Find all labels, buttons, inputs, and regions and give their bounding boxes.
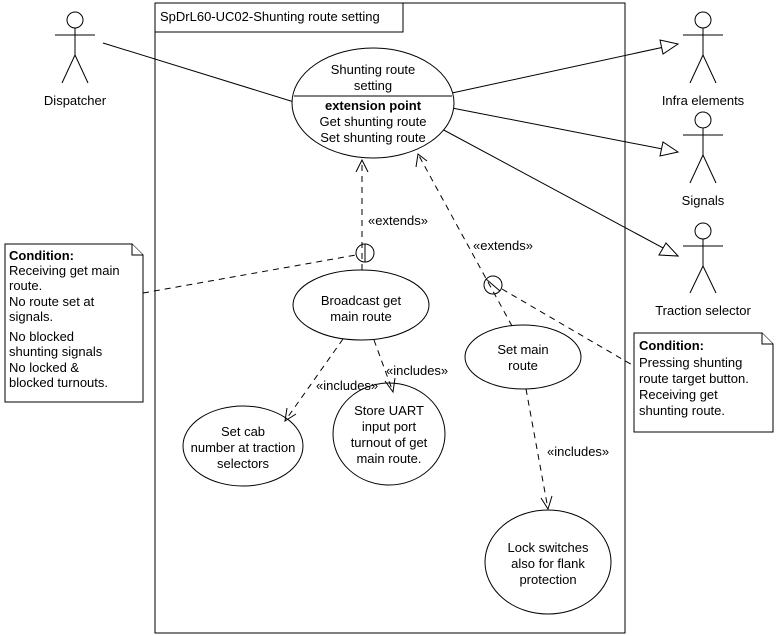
- note-left-shape[interactable]: [4, 243, 144, 403]
- note-right-line-3: Receiving get: [639, 387, 718, 402]
- note-left-line-8: blocked turnouts.: [9, 375, 109, 390]
- note-left-line-2: route.: [9, 278, 43, 293]
- includes-arrow-lock-switches: [525, 388, 553, 511]
- use-case-title-line-2: setting: [353, 78, 393, 93]
- use-case-broadcast-get-main-route[interactable]: [292, 269, 430, 341]
- system-title-box: [154, 2, 404, 33]
- use-case-shunting-route-setting[interactable]: [291, 47, 455, 159]
- note-left-line-1: Receiving get main: [9, 263, 120, 278]
- association-signals: [451, 107, 680, 157]
- lock-switches-label-line-1: Lock switches: [507, 540, 589, 555]
- lock-switches-label-line-3: protection: [519, 572, 577, 587]
- actor-dispatcher-figure[interactable]: [55, 11, 95, 84]
- note-left-line-3: No route set at: [9, 294, 95, 309]
- note-left-line-5: No blocked: [9, 329, 75, 344]
- includes-label-1: «includes»: [316, 378, 379, 393]
- note-connector-right: [501, 288, 635, 367]
- store-uart-label-line-1: Store UART: [354, 403, 424, 418]
- note-right-line-2: route target button.: [639, 371, 749, 386]
- extends-arrow-broadcast: [355, 158, 369, 270]
- note-left-line-6: shunting signals: [9, 344, 103, 359]
- use-case-title-line-1: Shunting route: [330, 62, 416, 77]
- use-case-set-cab-number[interactable]: [182, 405, 304, 487]
- extends-arrow-set-main: [415, 153, 513, 327]
- store-uart-label-line-4: main route.: [356, 451, 422, 466]
- note-left-line-4: signals.: [9, 309, 54, 324]
- note-left-title: Condition:: [9, 248, 74, 263]
- use-case-lock-switches[interactable]: [484, 509, 612, 615]
- actor-traction-selector-figure[interactable]: [683, 222, 723, 294]
- actor-label-infra-elements: Infra elements: [661, 93, 745, 108]
- set-cab-label-line-2: number at traction: [190, 440, 296, 455]
- use-case-set-main-route[interactable]: [464, 324, 582, 390]
- broadcast-label-line-1: Broadcast get: [320, 293, 402, 308]
- actor-label-traction-selector: Traction selector: [655, 303, 751, 318]
- note-right-shape[interactable]: [633, 332, 774, 433]
- extension-point-marker-left: [355, 243, 375, 263]
- includes-label-3: «includes»: [547, 444, 610, 459]
- actor-infra-elements-figure[interactable]: [683, 11, 723, 84]
- extends-label-1: «extends»: [368, 213, 428, 228]
- extension-point-set-shunting-route: Set shunting route: [320, 130, 426, 145]
- note-right-title: Condition:: [639, 338, 704, 353]
- association-traction-selector: [439, 127, 680, 257]
- broadcast-label-line-2: main route: [330, 309, 392, 324]
- note-left-line-7: No locked &: [9, 360, 80, 375]
- actor-signals-figure[interactable]: [683, 111, 723, 184]
- set-main-label-line-1: Set main: [497, 342, 549, 357]
- store-uart-label-line-2: input port: [361, 419, 417, 434]
- extends-label-2: «extends»: [473, 238, 533, 253]
- association-infra-elements: [451, 39, 680, 94]
- includes-label-2: «includes»: [386, 363, 449, 378]
- lock-switches-label-line-2: also for flank: [511, 556, 585, 571]
- system-title: SpDrL60-UC02-Shunting route setting: [160, 9, 380, 24]
- actor-label-signals: Signals: [681, 193, 725, 208]
- extension-point-get-shunting-route: Get shunting route: [319, 114, 427, 129]
- actor-label-dispatcher: Dispatcher: [43, 93, 107, 108]
- note-right-line-4: shunting route.: [639, 403, 726, 418]
- set-main-label-line-2: route: [508, 358, 538, 373]
- includes-arrow-store-uart: [373, 339, 396, 394]
- association-dispatcher: [102, 42, 295, 103]
- extension-point-header: extension point: [324, 98, 422, 113]
- extension-point-marker-right: [483, 275, 503, 295]
- set-cab-label-line-1: Set cab: [220, 424, 266, 439]
- note-connector-left: [142, 254, 357, 294]
- store-uart-label-line-3: turnout of get: [350, 435, 428, 450]
- includes-arrow-set-cab: [284, 338, 344, 423]
- note-right-line-1: Pressing shunting: [639, 355, 743, 370]
- set-cab-label-line-3: selectors: [216, 456, 270, 471]
- use-case-store-uart[interactable]: [332, 382, 446, 486]
